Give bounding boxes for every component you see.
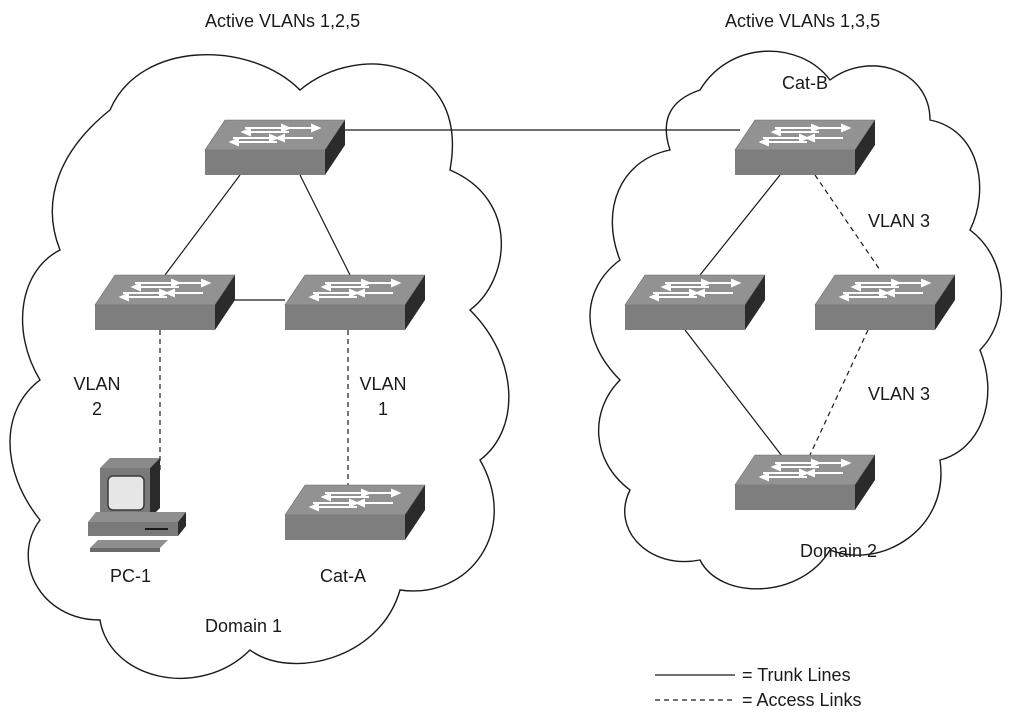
switch-icon bbox=[94, 274, 236, 331]
vlan-1-label-line2: 1 bbox=[377, 399, 388, 419]
domain-1-header: Active VLANs 1,2,5 bbox=[205, 11, 361, 31]
trunk-catb-to-left bbox=[699, 174, 781, 276]
vlan-2-label-line1: VLAN bbox=[73, 374, 121, 394]
vlan-3-upper-label: VLAN 3 bbox=[868, 211, 931, 231]
trunk-left-to-bottom bbox=[684, 329, 786, 461]
switch-icon bbox=[284, 484, 426, 541]
pc-1-label: PC-1 bbox=[110, 566, 152, 586]
access-links bbox=[159, 174, 881, 485]
switch-icon bbox=[734, 119, 876, 176]
access-vlan3-lower bbox=[809, 329, 869, 456]
vlan-1-label-line1: VLAN bbox=[359, 374, 407, 394]
domain-1-label: Domain 1 bbox=[205, 616, 283, 636]
cat-b-label: Cat-B bbox=[782, 73, 829, 93]
switch-icon bbox=[204, 119, 346, 176]
trunk-top-to-right bbox=[299, 174, 351, 276]
pc-icon bbox=[88, 458, 186, 552]
vlan-3-lower-label: VLAN 3 bbox=[868, 384, 931, 404]
switch-icon bbox=[284, 274, 426, 331]
trunk-top-to-left bbox=[164, 174, 241, 276]
domain-2-label: Domain 2 bbox=[800, 541, 878, 561]
domain-2-header: Active VLANs 1,3,5 bbox=[725, 11, 881, 31]
legend-trunk-label: = Trunk Lines bbox=[742, 665, 851, 685]
switch-icon bbox=[624, 274, 766, 331]
legend-access-label: = Access Links bbox=[742, 690, 862, 710]
domain-2-cloud bbox=[589, 50, 1003, 590]
switch-icon bbox=[734, 454, 876, 511]
vlan-2-label-line2: 2 bbox=[91, 399, 102, 419]
switch-icon bbox=[814, 274, 956, 331]
access-vlan3-upper bbox=[814, 174, 881, 271]
cat-a-label: Cat-A bbox=[320, 566, 367, 586]
